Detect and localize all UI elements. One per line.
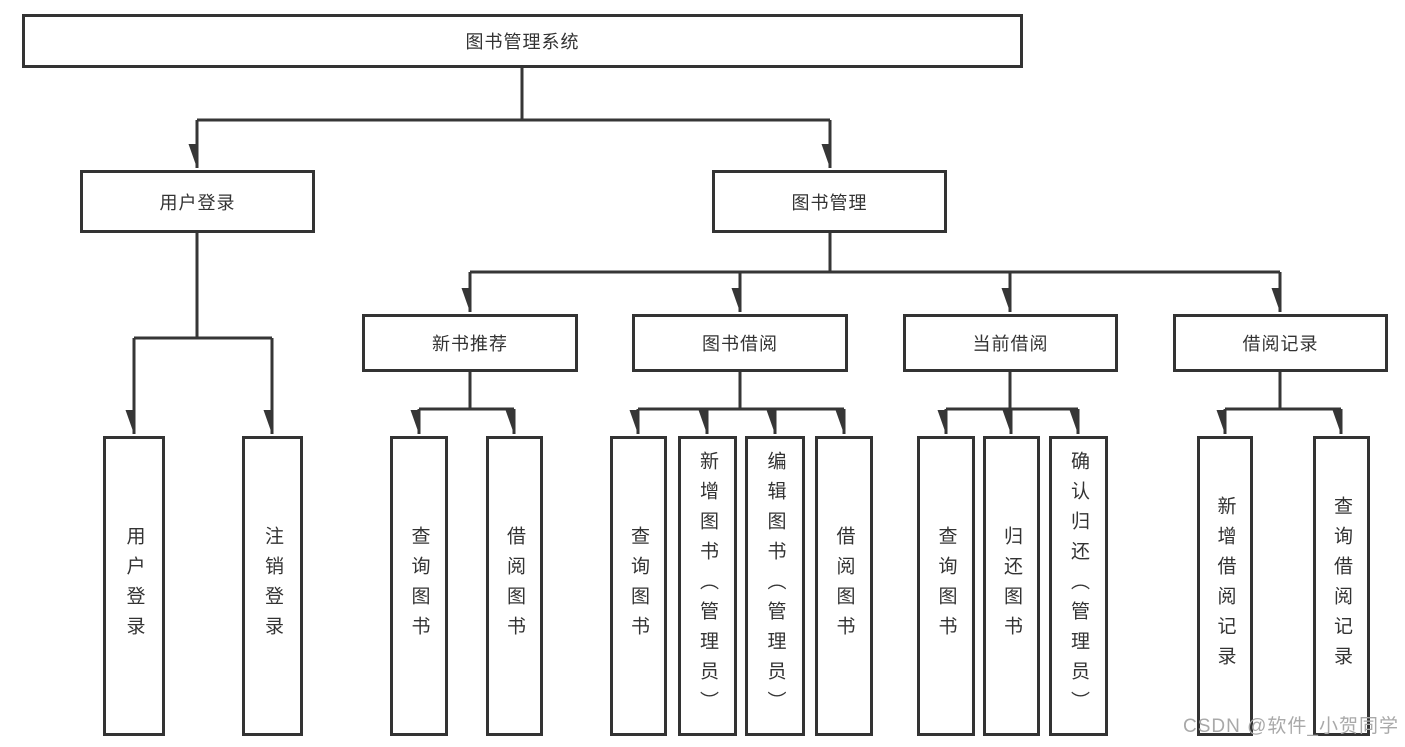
node-user-login-label: 用户登录 bbox=[159, 192, 236, 213]
leaf-confirm-return-admin: 确认归还（管理员） bbox=[1049, 436, 1108, 736]
leaf-query-books-current-label: 查询图书 bbox=[935, 526, 957, 646]
leaf-query-borrow-record: 查询借阅记录 bbox=[1313, 436, 1370, 736]
leaf-borrow-books-label: 借阅图书 bbox=[833, 526, 855, 646]
leaf-borrow-books-recommend: 借阅图书 bbox=[486, 436, 543, 736]
node-book-management-label: 图书管理 bbox=[791, 192, 868, 213]
leaf-borrow-books-recommend-label: 借阅图书 bbox=[504, 526, 525, 646]
leaf-add-borrow-record-label: 新增借阅记录 bbox=[1214, 496, 1236, 676]
leaf-user-login: 用户登录 bbox=[103, 436, 165, 736]
node-borrow-records: 借阅记录 bbox=[1173, 314, 1388, 372]
leaf-query-books-current: 查询图书 bbox=[917, 436, 975, 736]
leaf-return-books-label: 归还图书 bbox=[1001, 526, 1022, 646]
leaf-borrow-books: 借阅图书 bbox=[815, 436, 873, 736]
leaf-return-books: 归还图书 bbox=[983, 436, 1040, 736]
leaf-query-borrow-record-label: 查询借阅记录 bbox=[1331, 496, 1352, 676]
node-current-borrow: 当前借阅 bbox=[903, 314, 1118, 372]
node-root: 图书管理系统 bbox=[22, 14, 1023, 68]
leaf-logout-label: 注销登录 bbox=[262, 526, 283, 646]
node-root-label: 图书管理系统 bbox=[465, 32, 580, 52]
leaf-user-login-label: 用户登录 bbox=[123, 526, 145, 646]
leaf-query-books-recommend: 查询图书 bbox=[390, 436, 448, 736]
leaf-edit-books-admin-label: 编辑图书（管理员） bbox=[764, 451, 786, 721]
node-book-borrow-label: 图书借阅 bbox=[702, 334, 778, 354]
csdn-watermark: CSDN @软件_小贺同学 bbox=[1183, 716, 1399, 737]
node-borrow-records-label: 借阅记录 bbox=[1242, 334, 1319, 354]
leaf-add-books-admin-label: 新增图书（管理员） bbox=[697, 451, 718, 721]
node-user-login: 用户登录 bbox=[80, 170, 315, 233]
leaf-add-borrow-record: 新增借阅记录 bbox=[1197, 436, 1253, 736]
node-current-borrow-label: 当前借阅 bbox=[972, 334, 1049, 354]
node-new-book-recommend: 新书推荐 bbox=[362, 314, 578, 372]
leaf-logout: 注销登录 bbox=[242, 436, 303, 736]
leaf-edit-books-admin: 编辑图书（管理员） bbox=[745, 436, 805, 736]
node-book-management: 图书管理 bbox=[712, 170, 947, 233]
leaf-query-books-borrow: 查询图书 bbox=[610, 436, 667, 736]
node-book-borrow: 图书借阅 bbox=[632, 314, 848, 372]
leaf-add-books-admin: 新增图书（管理员） bbox=[678, 436, 737, 736]
node-new-book-recommend-label: 新书推荐 bbox=[432, 334, 508, 354]
leaf-confirm-return-admin-label: 确认归还（管理员） bbox=[1068, 451, 1089, 721]
leaf-query-books-borrow-label: 查询图书 bbox=[628, 526, 649, 646]
leaf-query-books-recommend-label: 查询图书 bbox=[408, 526, 430, 646]
